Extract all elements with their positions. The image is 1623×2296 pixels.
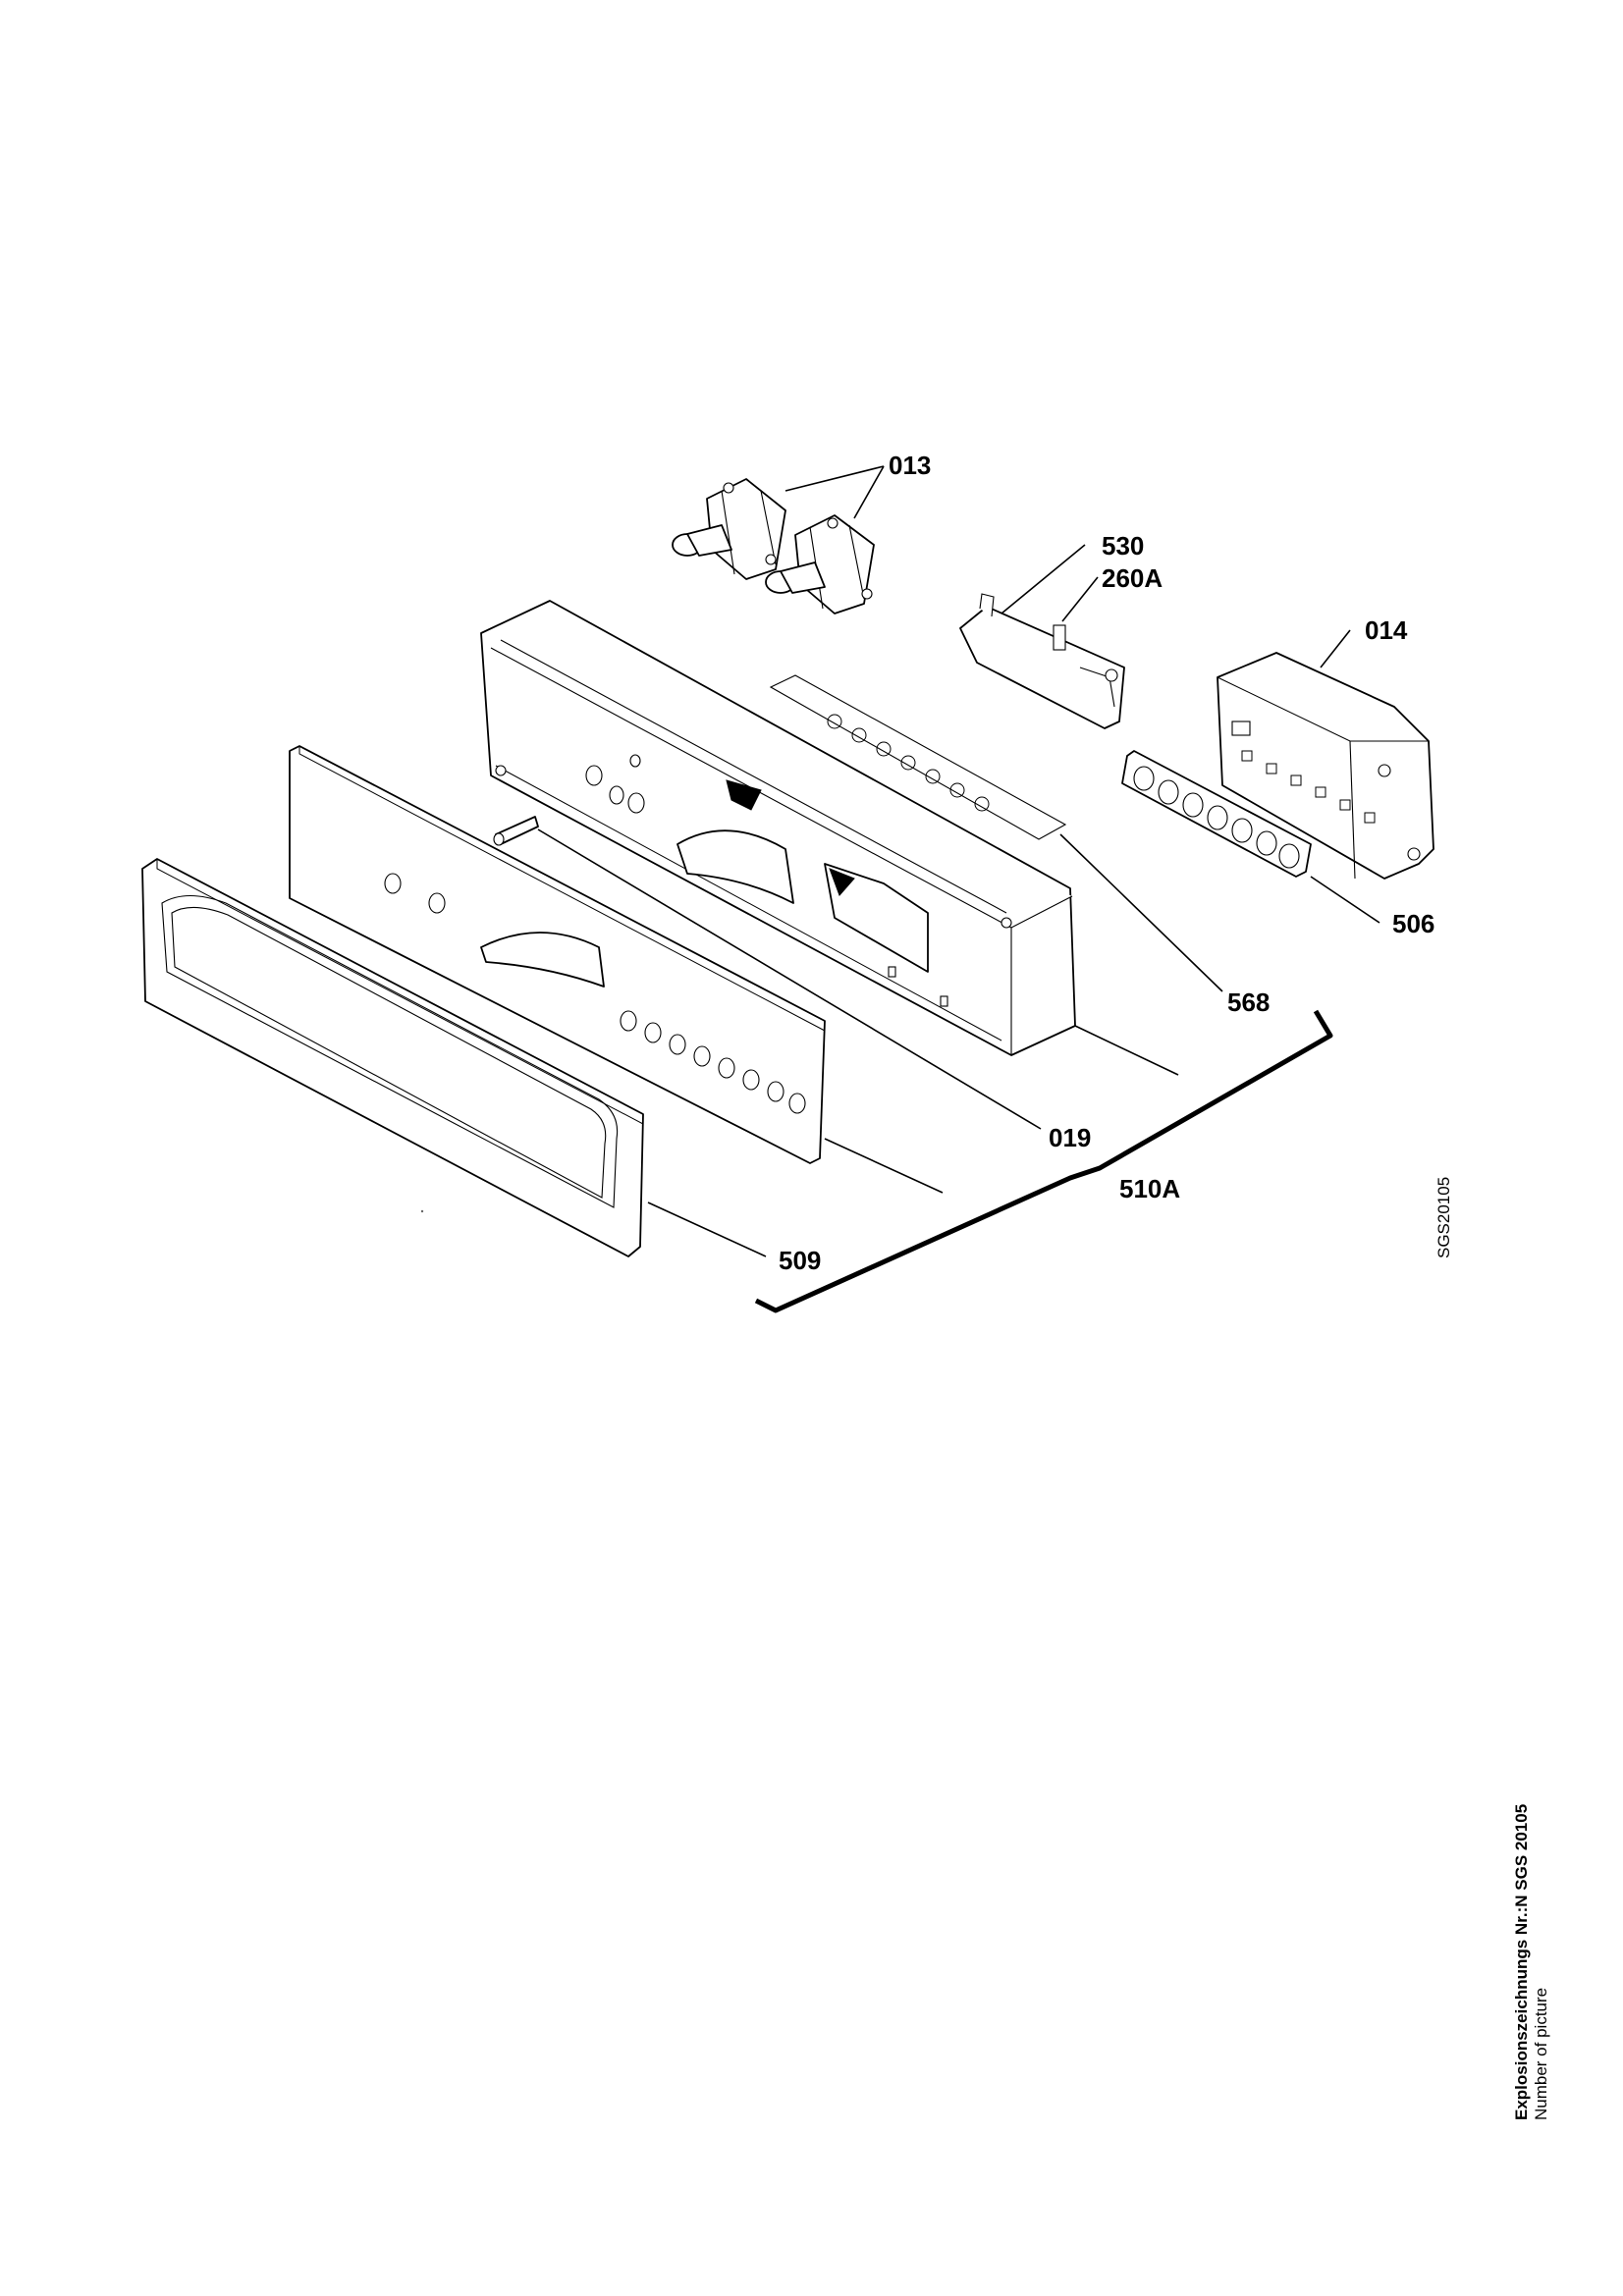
part-013-lamp-holders — [672, 478, 875, 614]
footer-caption: Explosionszeichnungs Nr.:N SGS 20105 Num… — [1512, 1551, 1571, 2120]
part-506-button-strip — [1121, 750, 1312, 878]
callout-506: 506 — [1392, 909, 1434, 938]
callout-509: 509 — [779, 1246, 821, 1275]
callout-530: 530 — [1102, 531, 1144, 561]
part-568-panel-housing — [480, 600, 1076, 1056]
group-bracket-510A — [754, 1009, 1333, 1313]
part-019-decor-plate — [289, 745, 826, 1164]
part-509-front-frame — [141, 858, 644, 1257]
callout-568: 568 — [1227, 988, 1270, 1017]
drawing-code: SGS20105 — [1434, 1177, 1453, 1258]
footer-title: Explosionszeichnungs Nr.:N SGS 20105 — [1512, 1803, 1531, 2120]
footer-subtitle: Number of picture — [1532, 1987, 1550, 2120]
callout-260A: 260A — [1102, 563, 1163, 593]
callout-510A: 510A — [1119, 1174, 1180, 1203]
part-260A-spring — [1053, 624, 1066, 651]
part-530-bracket — [959, 593, 1125, 729]
callout-014: 014 — [1365, 615, 1408, 645]
part-014-electronic-module — [1217, 652, 1434, 880]
pin — [493, 816, 539, 846]
callout-019: 019 — [1049, 1123, 1091, 1152]
callout-013: 013 — [889, 451, 931, 480]
